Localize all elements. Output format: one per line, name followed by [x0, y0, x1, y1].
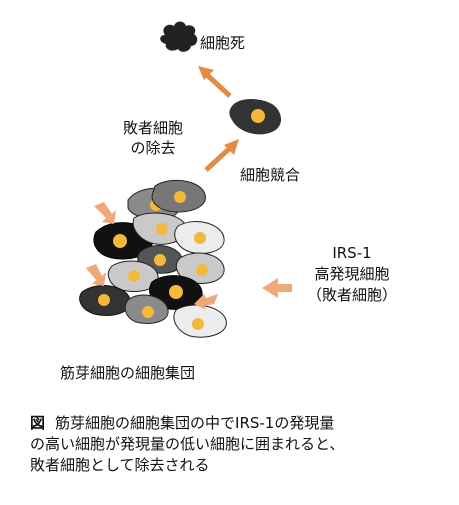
caption-line2: の高い細胞が発現量の低い細胞に囲まれると、: [30, 435, 345, 453]
caption-line1: 図筋芽細胞の細胞集団の中でIRS-1の発現量: [30, 413, 450, 434]
label-irs1-line3: （敗者細胞）: [306, 286, 397, 304]
label-loser-elimination-line2: の除去: [130, 139, 176, 157]
cell-cluster: [79, 179, 227, 338]
caption-line1-text: 筋芽細胞の細胞集団の中でIRS-1の発現量: [55, 414, 335, 432]
irs1-arrow: [262, 278, 292, 298]
label-irs1: IRS-1 高発現細胞 （敗者細胞）: [292, 243, 412, 306]
caption-tag: 図: [30, 414, 46, 432]
label-loser-elimination-line1: 敗者細胞: [122, 119, 183, 137]
arrow-to-death: [198, 66, 232, 98]
caption-line3: 敗者細胞として除去される: [30, 456, 210, 474]
label-loser-elimination: 敗者細胞 の除去: [108, 118, 198, 158]
pointer-arrows: [86, 202, 218, 310]
label-cell-death: 細胞死: [200, 34, 246, 52]
dead-cell: [160, 21, 198, 52]
figure-caption: 図筋芽細胞の細胞集団の中でIRS-1の発現量 の高い細胞が発現量の低い細胞に囲ま…: [30, 413, 450, 476]
label-cluster: 筋芽細胞の細胞集団: [60, 364, 196, 382]
label-cell-competition: 細胞競合: [240, 166, 301, 184]
label-irs1-line2: 高発現細胞: [314, 265, 390, 283]
extruded-loser-cell: [229, 99, 282, 135]
label-irs1-line1: IRS-1: [332, 244, 372, 262]
arrow-to-competition: [204, 139, 239, 172]
